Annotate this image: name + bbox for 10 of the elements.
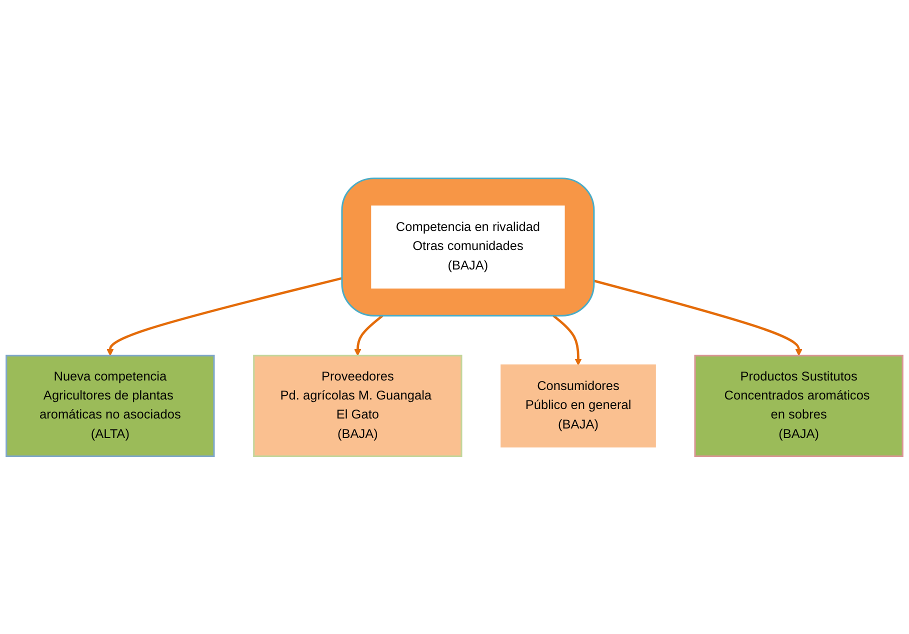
arrow <box>552 314 582 366</box>
node-box: Productos Sustitutos Concentrados aromáticos en sobres (BAJA) <box>694 354 904 457</box>
node-box: Consumidores Público en general (BAJA) <box>500 364 656 448</box>
node-box: Competencia en rivalidad Otras comunidades (BAJA) <box>371 205 565 288</box>
arrow <box>354 314 384 356</box>
node-box: Proveedores Pd. agrícolas M. Guangala El Gato (BAJA) <box>253 354 462 457</box>
cluster <box>341 177 595 316</box>
arrow <box>594 279 802 356</box>
node-box: Nueva competencia Agricultores de plantas aromáticas no asociados (ALTA) <box>6 354 215 457</box>
arrow <box>106 276 342 356</box>
